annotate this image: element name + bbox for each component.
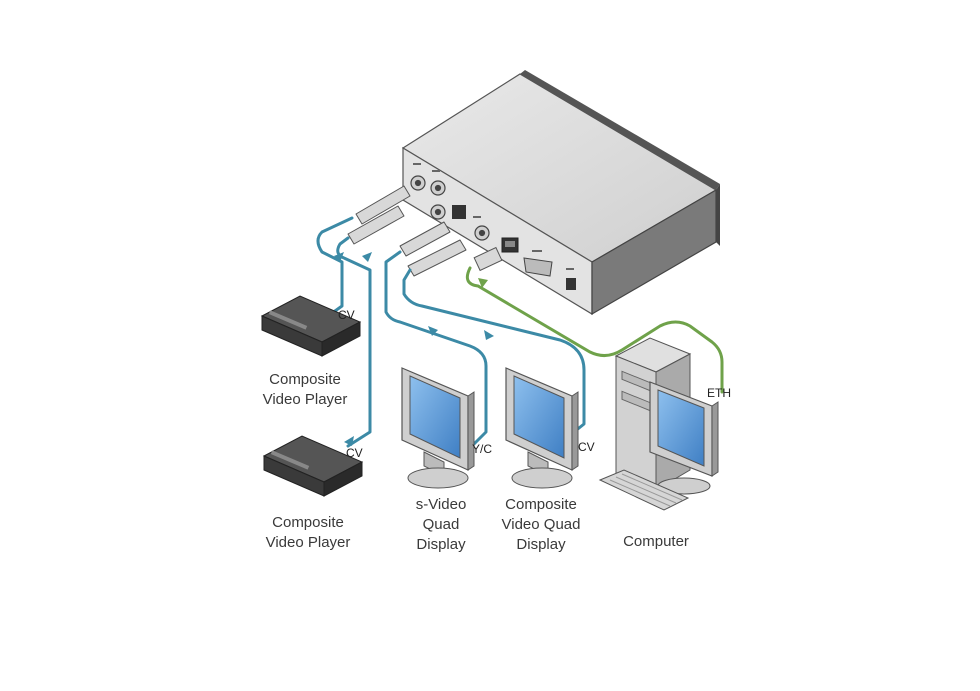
port-label-cv-top-player: CV [338,308,355,322]
rj45-connector-icon [501,237,519,253]
label-svideo-display: s-Video Quad Display [415,496,467,553]
label-composite-player-top: Composite Video Player [262,371,348,408]
keyboard-icon [598,469,690,511]
video-cables [316,185,586,448]
monitor-icon [649,381,719,495]
monitor-icon [505,367,579,489]
dvd-player-icon [260,295,362,357]
label-composite-display: Composite Video Quad Display [501,496,581,553]
port-label-eth: ETH [707,386,731,400]
port-label-cv-bottom-player: CV [346,446,363,460]
port-label-yc: Y/C [472,442,493,456]
label-computer: Computer [623,533,689,550]
dvd-player-icon [262,435,364,497]
bnc-connector-icon [410,175,490,241]
main-unit-icon [401,70,720,316]
monitor-icon [401,367,475,489]
label-composite-player-bottom: Composite Video Player [265,514,351,551]
ethernet-cable [465,246,724,394]
port-label-cv-display: CV [578,440,595,454]
